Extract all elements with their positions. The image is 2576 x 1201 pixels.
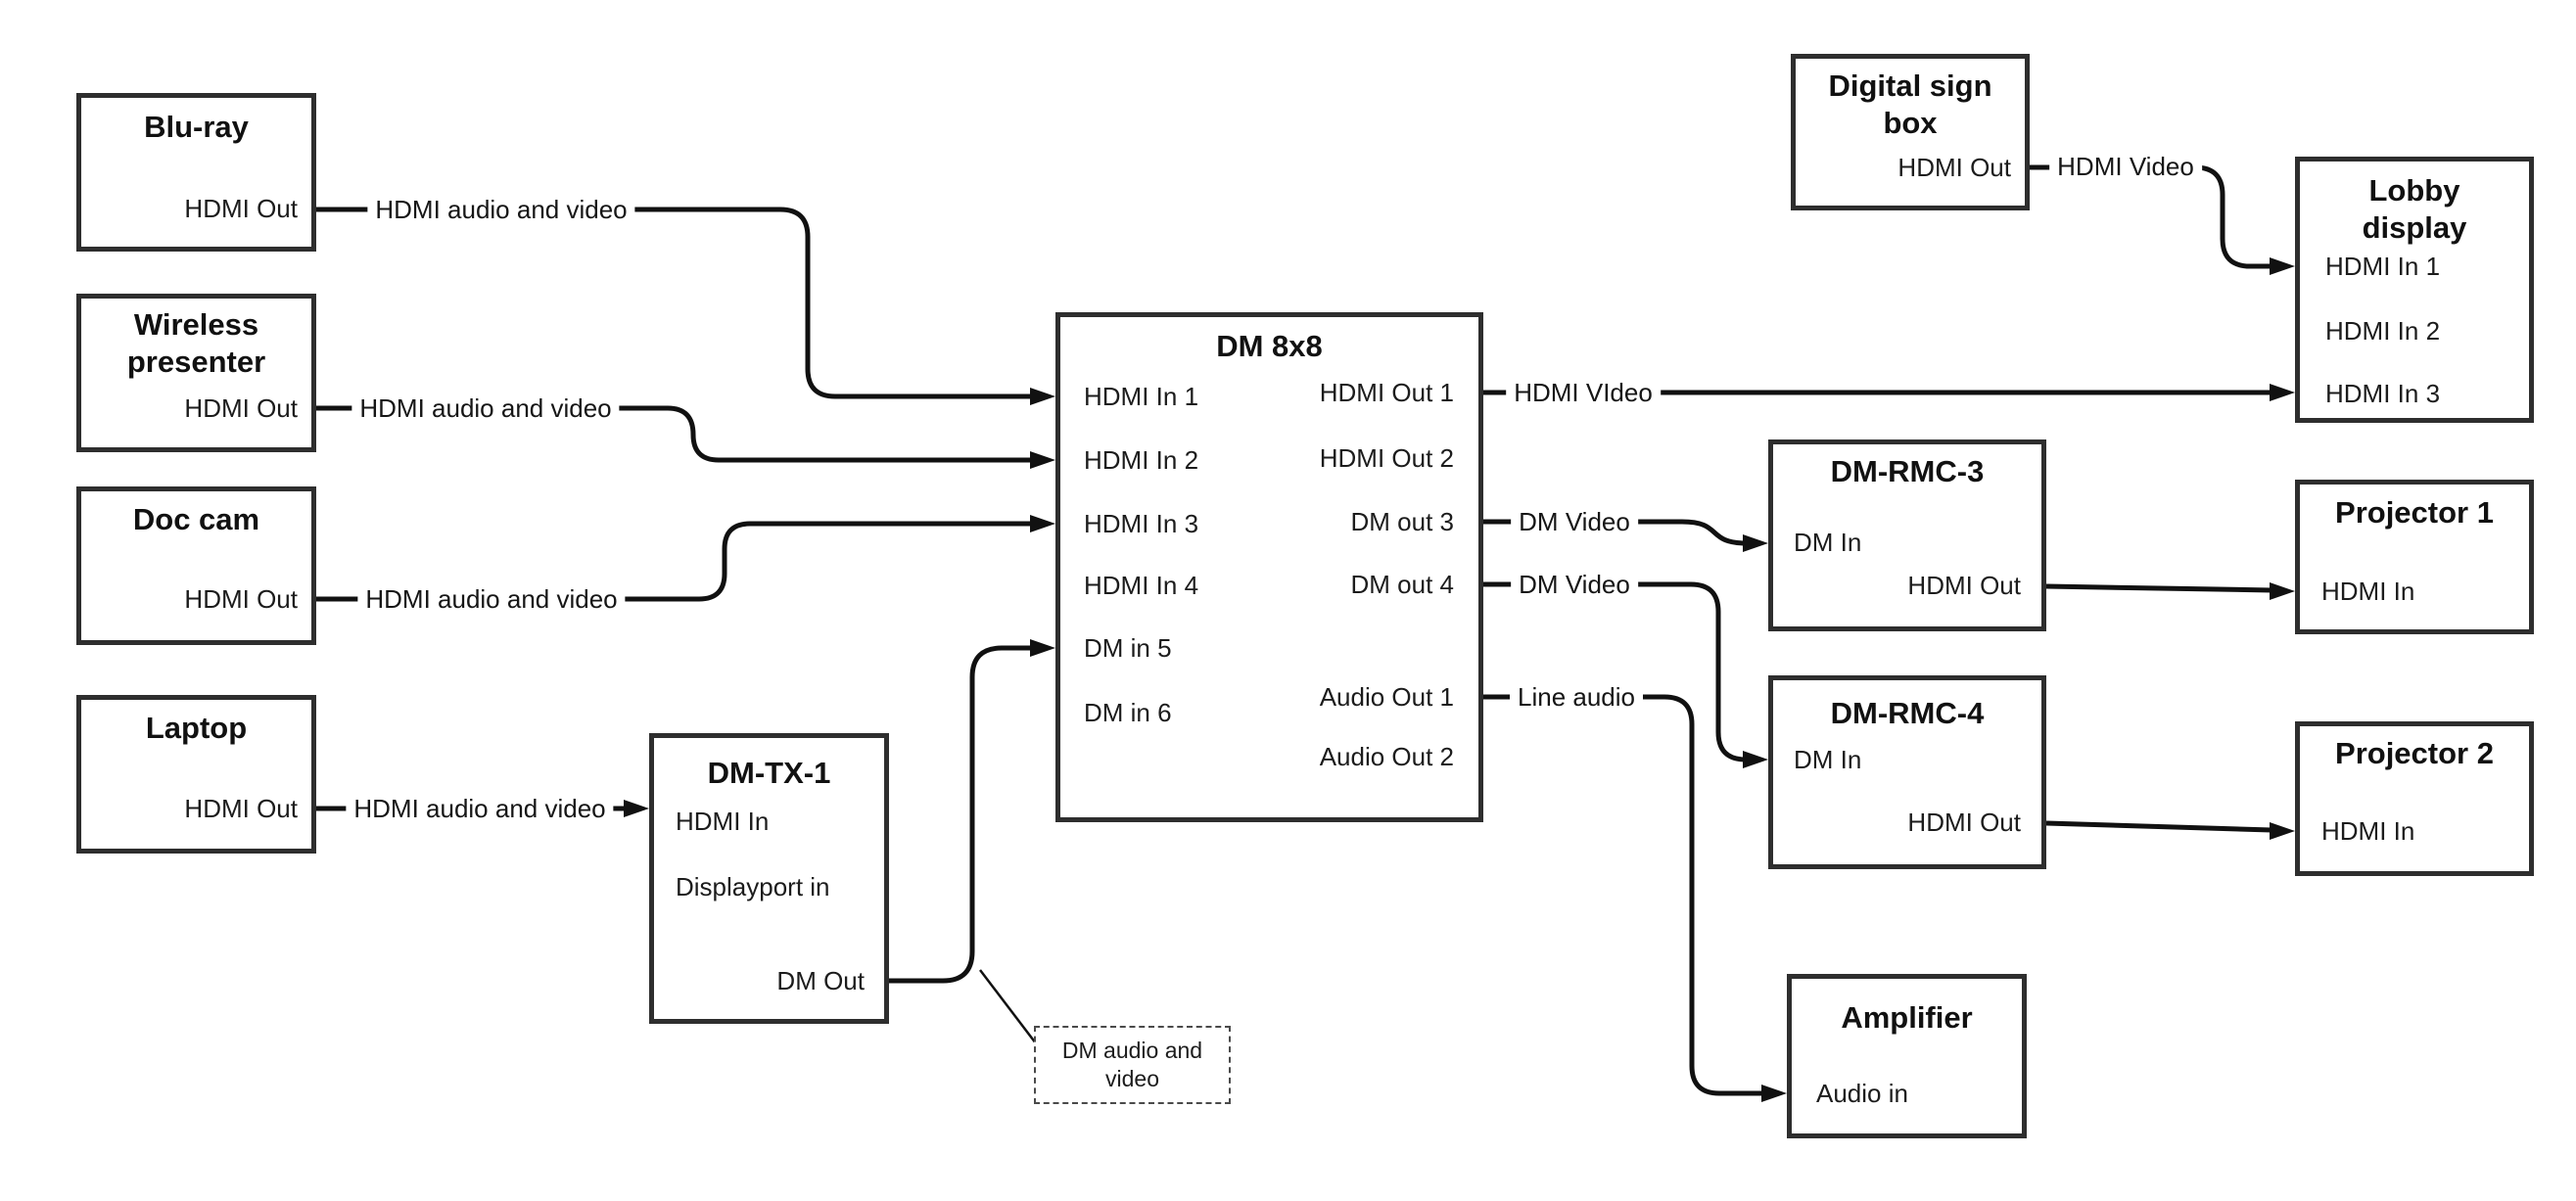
- port-wireless-hdmi-out: HDMI Out: [184, 393, 298, 423]
- node-dm-rmc-3: DM-RMC-3 DM In HDMI Out: [1768, 439, 2046, 631]
- edge-digitalsign-to-lobby-wire: [2030, 164, 2272, 269]
- node-dm-tx-1: DM-TX-1 HDMI In Displayport in DM Out: [649, 733, 889, 1024]
- edge-dmout4-to-rmc4-wire: [1483, 581, 1747, 762]
- arrowhead-dm8x8-hdmi-in-3: [1030, 515, 1055, 532]
- note-dm-audio-and-video: DM audio and video: [1034, 1026, 1231, 1104]
- node-lobby-display-title-line1: Lobby: [2368, 173, 2460, 208]
- node-dm-rmc-4: DM-RMC-4 DM In HDMI Out: [1768, 675, 2046, 869]
- port-dm8x8-hdmi-in-2: HDMI In 2: [1084, 445, 1199, 475]
- edge-label-doccam-to-dm8x8: HDMI audio and video: [357, 583, 626, 615]
- port-dm8x8-audio-out-2: Audio Out 2: [1319, 742, 1454, 771]
- port-dm8x8-dm-out-4: DM out 4: [1350, 570, 1455, 599]
- node-projector-2-title: Projector 2: [2335, 736, 2494, 770]
- arrowhead-rmc3-dm-in: [1743, 534, 1768, 552]
- port-laptop-hdmi-out: HDMI Out: [184, 794, 298, 823]
- arrowhead-dm8x8-hdmi-in-1: [1030, 388, 1055, 405]
- node-digital-sign-box-title-line2: box: [1883, 106, 1938, 140]
- node-digital-sign-box: Digital sign box HDMI Out: [1791, 54, 2030, 210]
- edge-wireless-to-dm8x8-wire: [316, 405, 1032, 463]
- edge-label-wireless-to-dm8x8: HDMI audio and video: [351, 393, 620, 424]
- port-dmtx1-dm-out: DM Out: [776, 966, 865, 995]
- node-doc-cam: Doc cam HDMI Out: [76, 486, 316, 645]
- node-wireless-presenter-title-line2: presenter: [126, 345, 266, 379]
- arrowhead-dm8x8-hdmi-in-2: [1030, 451, 1055, 469]
- port-lobby-hdmi-in-1: HDMI In 1: [2325, 252, 2441, 281]
- port-doccam-hdmi-out: HDMI Out: [184, 584, 298, 614]
- node-bluray-title: Blu-ray: [144, 110, 249, 144]
- arrowhead-dm8x8-dm-in-5: [1030, 639, 1055, 657]
- node-amplifier: Amplifier Audio in: [1787, 974, 2027, 1138]
- node-dm-rmc-3-title: DM-RMC-3: [1830, 454, 1985, 488]
- edge-bluray-to-dm8x8-wire: [316, 207, 1032, 399]
- node-laptop-title: Laptop: [145, 711, 248, 745]
- node-dm-8x8-title: DM 8x8: [1216, 329, 1323, 363]
- node-wireless-presenter: Wireless presenter HDMI Out: [76, 294, 316, 452]
- node-projector-1: Projector 1 HDMI In: [2295, 480, 2534, 634]
- port-dm8x8-hdmi-in-1: HDMI In 1: [1084, 382, 1199, 411]
- arrowhead-lobby-hdmi-in-1: [2270, 257, 2295, 275]
- edge-rmc4-to-projector2-wire: [2045, 820, 2272, 833]
- port-dm8x8-dm-out-3: DM out 3: [1350, 507, 1455, 536]
- note-line1: DM audio and: [1061, 1038, 1203, 1063]
- edge-label-dm-out-4: DM Video: [1511, 569, 1638, 600]
- node-projector-2: Projector 2 HDMI In: [2295, 721, 2534, 876]
- note-line2: video: [1105, 1066, 1159, 1091]
- node-digital-sign-box-title-line1: Digital sign: [1828, 69, 1992, 103]
- node-laptop: Laptop HDMI Out: [76, 695, 316, 854]
- edge-label-dm-out-3: DM Video: [1511, 506, 1638, 537]
- node-projector-1-title: Projector 1: [2335, 495, 2494, 530]
- edge-dmout3-to-rmc3-wire: [1483, 519, 1748, 546]
- arrowhead-projector2-hdmi-in: [2270, 822, 2295, 840]
- arrowhead-dmtx1-hdmi-in: [624, 800, 649, 817]
- port-bluray-hdmi-out: HDMI Out: [184, 194, 298, 223]
- port-dmtx1-hdmi-in: HDMI In: [676, 807, 770, 836]
- edge-doccam-to-dm8x8-wire: [316, 521, 1032, 602]
- edge-label-audio-out-1: Line audio: [1510, 681, 1643, 713]
- port-dm8x8-hdmi-out-1: HDMI Out 1: [1319, 378, 1454, 407]
- node-dm-tx-1-title: DM-TX-1: [707, 756, 831, 790]
- edge-label-laptop-to-dmtx1: HDMI audio and video: [346, 793, 614, 824]
- arrowhead-lobby-hdmi-in-3: [2270, 384, 2295, 401]
- node-digital-sign-box-title: Digital sign box: [1796, 68, 2025, 142]
- edge-label-bluray-to-dm8x8: HDMI audio and video: [367, 194, 635, 225]
- node-lobby-display-title-line2: display: [2362, 210, 2467, 245]
- node-bluray: Blu-ray HDMI Out: [76, 93, 316, 252]
- port-dm8x8-hdmi-out-2: HDMI Out 2: [1319, 443, 1454, 473]
- node-wireless-presenter-title: Wireless presenter: [81, 306, 311, 381]
- port-lobby-hdmi-in-2: HDMI In 2: [2325, 316, 2441, 346]
- node-amplifier-title: Amplifier: [1841, 1000, 1973, 1035]
- node-doc-cam-title: Doc cam: [132, 502, 260, 536]
- port-projector2-hdmi-in: HDMI In: [2321, 816, 2415, 846]
- port-dm8x8-hdmi-in-3: HDMI In 3: [1084, 509, 1199, 538]
- edge-label-hdmi-out-1: HDMI VIdeo: [1506, 377, 1661, 408]
- arrowhead-amplifier-audio-in: [1761, 1085, 1787, 1102]
- edge-dmtx1-to-dm8x8-wire: [889, 645, 1032, 984]
- node-lobby-display-title: Lobby display: [2300, 172, 2529, 247]
- port-rmc3-dm-in: DM In: [1794, 528, 1862, 557]
- note-leader-line: [979, 969, 1037, 1044]
- port-rmc3-hdmi-out: HDMI Out: [1907, 571, 2021, 600]
- edge-rmc3-to-projector1-wire: [2045, 583, 2272, 593]
- port-dmtx1-displayport-in: Displayport in: [676, 872, 830, 901]
- node-dm-8x8: DM 8x8 HDMI In 1 HDMI In 2 HDMI In 3 HDM…: [1055, 312, 1483, 822]
- port-dm8x8-audio-out-1: Audio Out 1: [1319, 682, 1454, 712]
- port-lobby-hdmi-in-3: HDMI In 3: [2325, 379, 2441, 408]
- node-dm-rmc-4-title: DM-RMC-4: [1830, 696, 1985, 730]
- node-lobby-display: Lobby display HDMI In 1 HDMI In 2 HDMI I…: [2295, 157, 2534, 423]
- port-rmc4-dm-in: DM In: [1794, 745, 1862, 774]
- node-wireless-presenter-title-line1: Wireless: [133, 307, 259, 342]
- port-amplifier-audio-in: Audio in: [1816, 1079, 1908, 1108]
- edge-label-digitalsign-to-lobby: HDMI Video: [2049, 151, 2202, 182]
- arrowhead-projector1-hdmi-in: [2270, 582, 2295, 600]
- port-dm8x8-dm-in-6: DM in 6: [1084, 698, 1172, 727]
- port-digitalsign-hdmi-out: HDMI Out: [1897, 153, 2011, 182]
- edge-audioout1-to-amplifier-wire: [1483, 694, 1763, 1096]
- port-projector1-hdmi-in: HDMI In: [2321, 577, 2415, 606]
- port-dm8x8-dm-in-5: DM in 5: [1084, 633, 1172, 663]
- port-dm8x8-hdmi-in-4: HDMI In 4: [1084, 571, 1199, 600]
- arrowhead-rmc4-dm-in: [1743, 751, 1768, 768]
- port-rmc4-hdmi-out: HDMI Out: [1907, 808, 2021, 837]
